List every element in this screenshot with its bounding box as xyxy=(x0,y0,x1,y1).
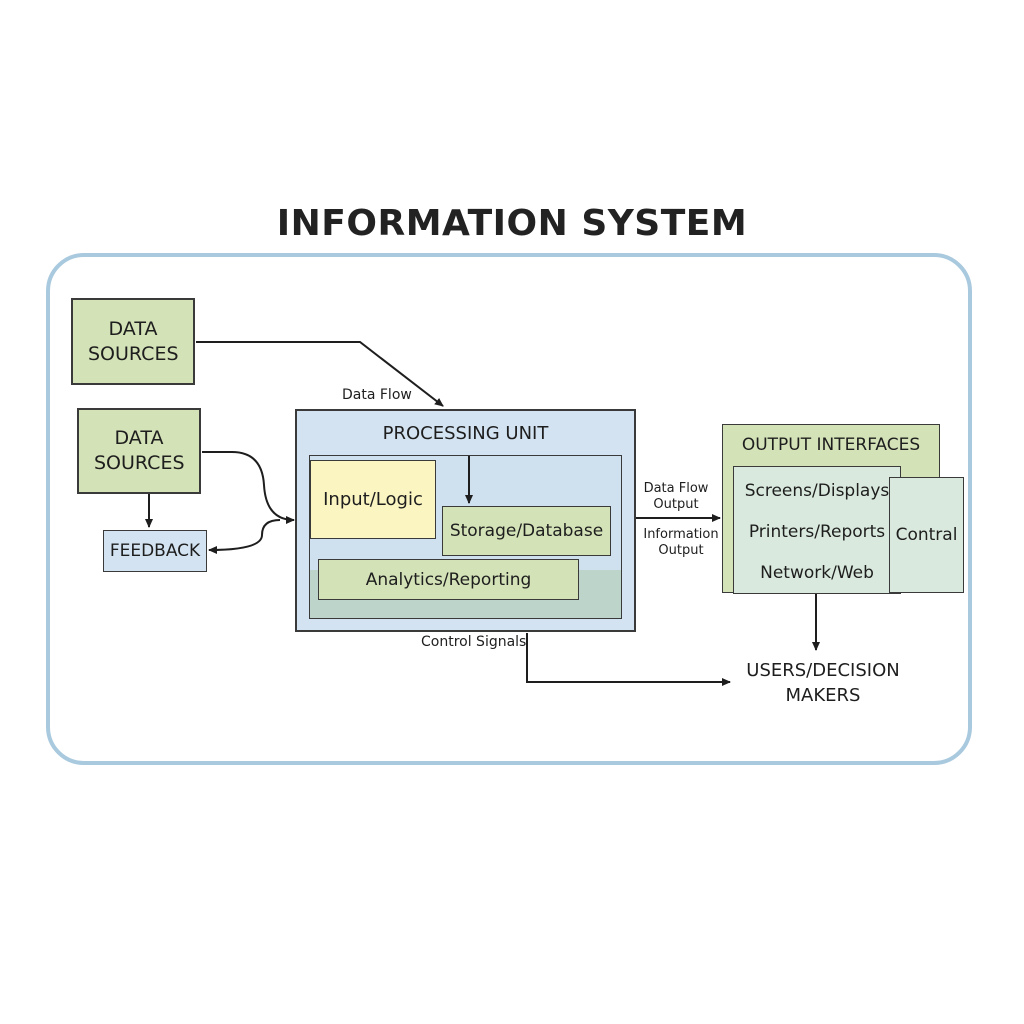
analytics-reporting-node: Analytics/Reporting xyxy=(318,559,579,600)
edge-control-signals-to-users xyxy=(526,633,731,686)
output-devices-panel: Screens/Displays Printers/Reports Networ… xyxy=(733,466,901,594)
data-sources-node-1: DATA SOURCES xyxy=(71,298,195,385)
processing-unit-label: PROCESSING UNIT xyxy=(382,423,549,444)
data-sources-label-2: DATA SOURCES xyxy=(94,427,185,474)
data-sources-label-1: DATA SOURCES xyxy=(88,317,179,365)
information-output-edge-label: Information Output xyxy=(643,527,719,558)
output-interfaces-label: OUTPUT INTERFACES xyxy=(741,435,921,455)
input-logic-node: Input/Logic xyxy=(310,460,436,539)
control-label: Contral xyxy=(895,525,958,545)
input-logic-label: Input/Logic xyxy=(323,489,423,510)
storage-database-node: Storage/Database xyxy=(442,506,611,556)
diagram-title: INFORMATION SYSTEM xyxy=(276,203,748,244)
edge-data-sources-1-to-processing xyxy=(196,341,444,407)
control-signals-edge-label: Control Signals xyxy=(421,634,527,650)
data-sources-node-2: DATA SOURCES xyxy=(77,408,201,494)
control-node: Contral xyxy=(889,477,964,593)
screens-displays-label: Screens/Displays xyxy=(744,481,890,501)
analytics-reporting-label: Analytics/Reporting xyxy=(365,569,532,590)
data-flow-edge-label: Data Flow xyxy=(342,387,412,403)
users-decision-makers-label: USERS/DECISION MAKERS xyxy=(746,660,900,706)
storage-database-label: Storage/Database xyxy=(449,521,604,541)
edge-data-sources-2-to-processing xyxy=(202,451,295,524)
network-web-label: Network/Web xyxy=(760,563,874,583)
printers-reports-label: Printers/Reports xyxy=(748,522,886,542)
feedback-label: FEEDBACK xyxy=(109,541,201,561)
system-boundary-frame xyxy=(46,253,972,765)
edge-processing-to-feedback xyxy=(208,519,281,554)
feedback-node: FEEDBACK xyxy=(103,530,207,572)
users-decision-makers-node: USERS/DECISION MAKERS xyxy=(728,658,918,708)
data-flow-output-edge-label: Data Flow Output xyxy=(643,481,709,512)
